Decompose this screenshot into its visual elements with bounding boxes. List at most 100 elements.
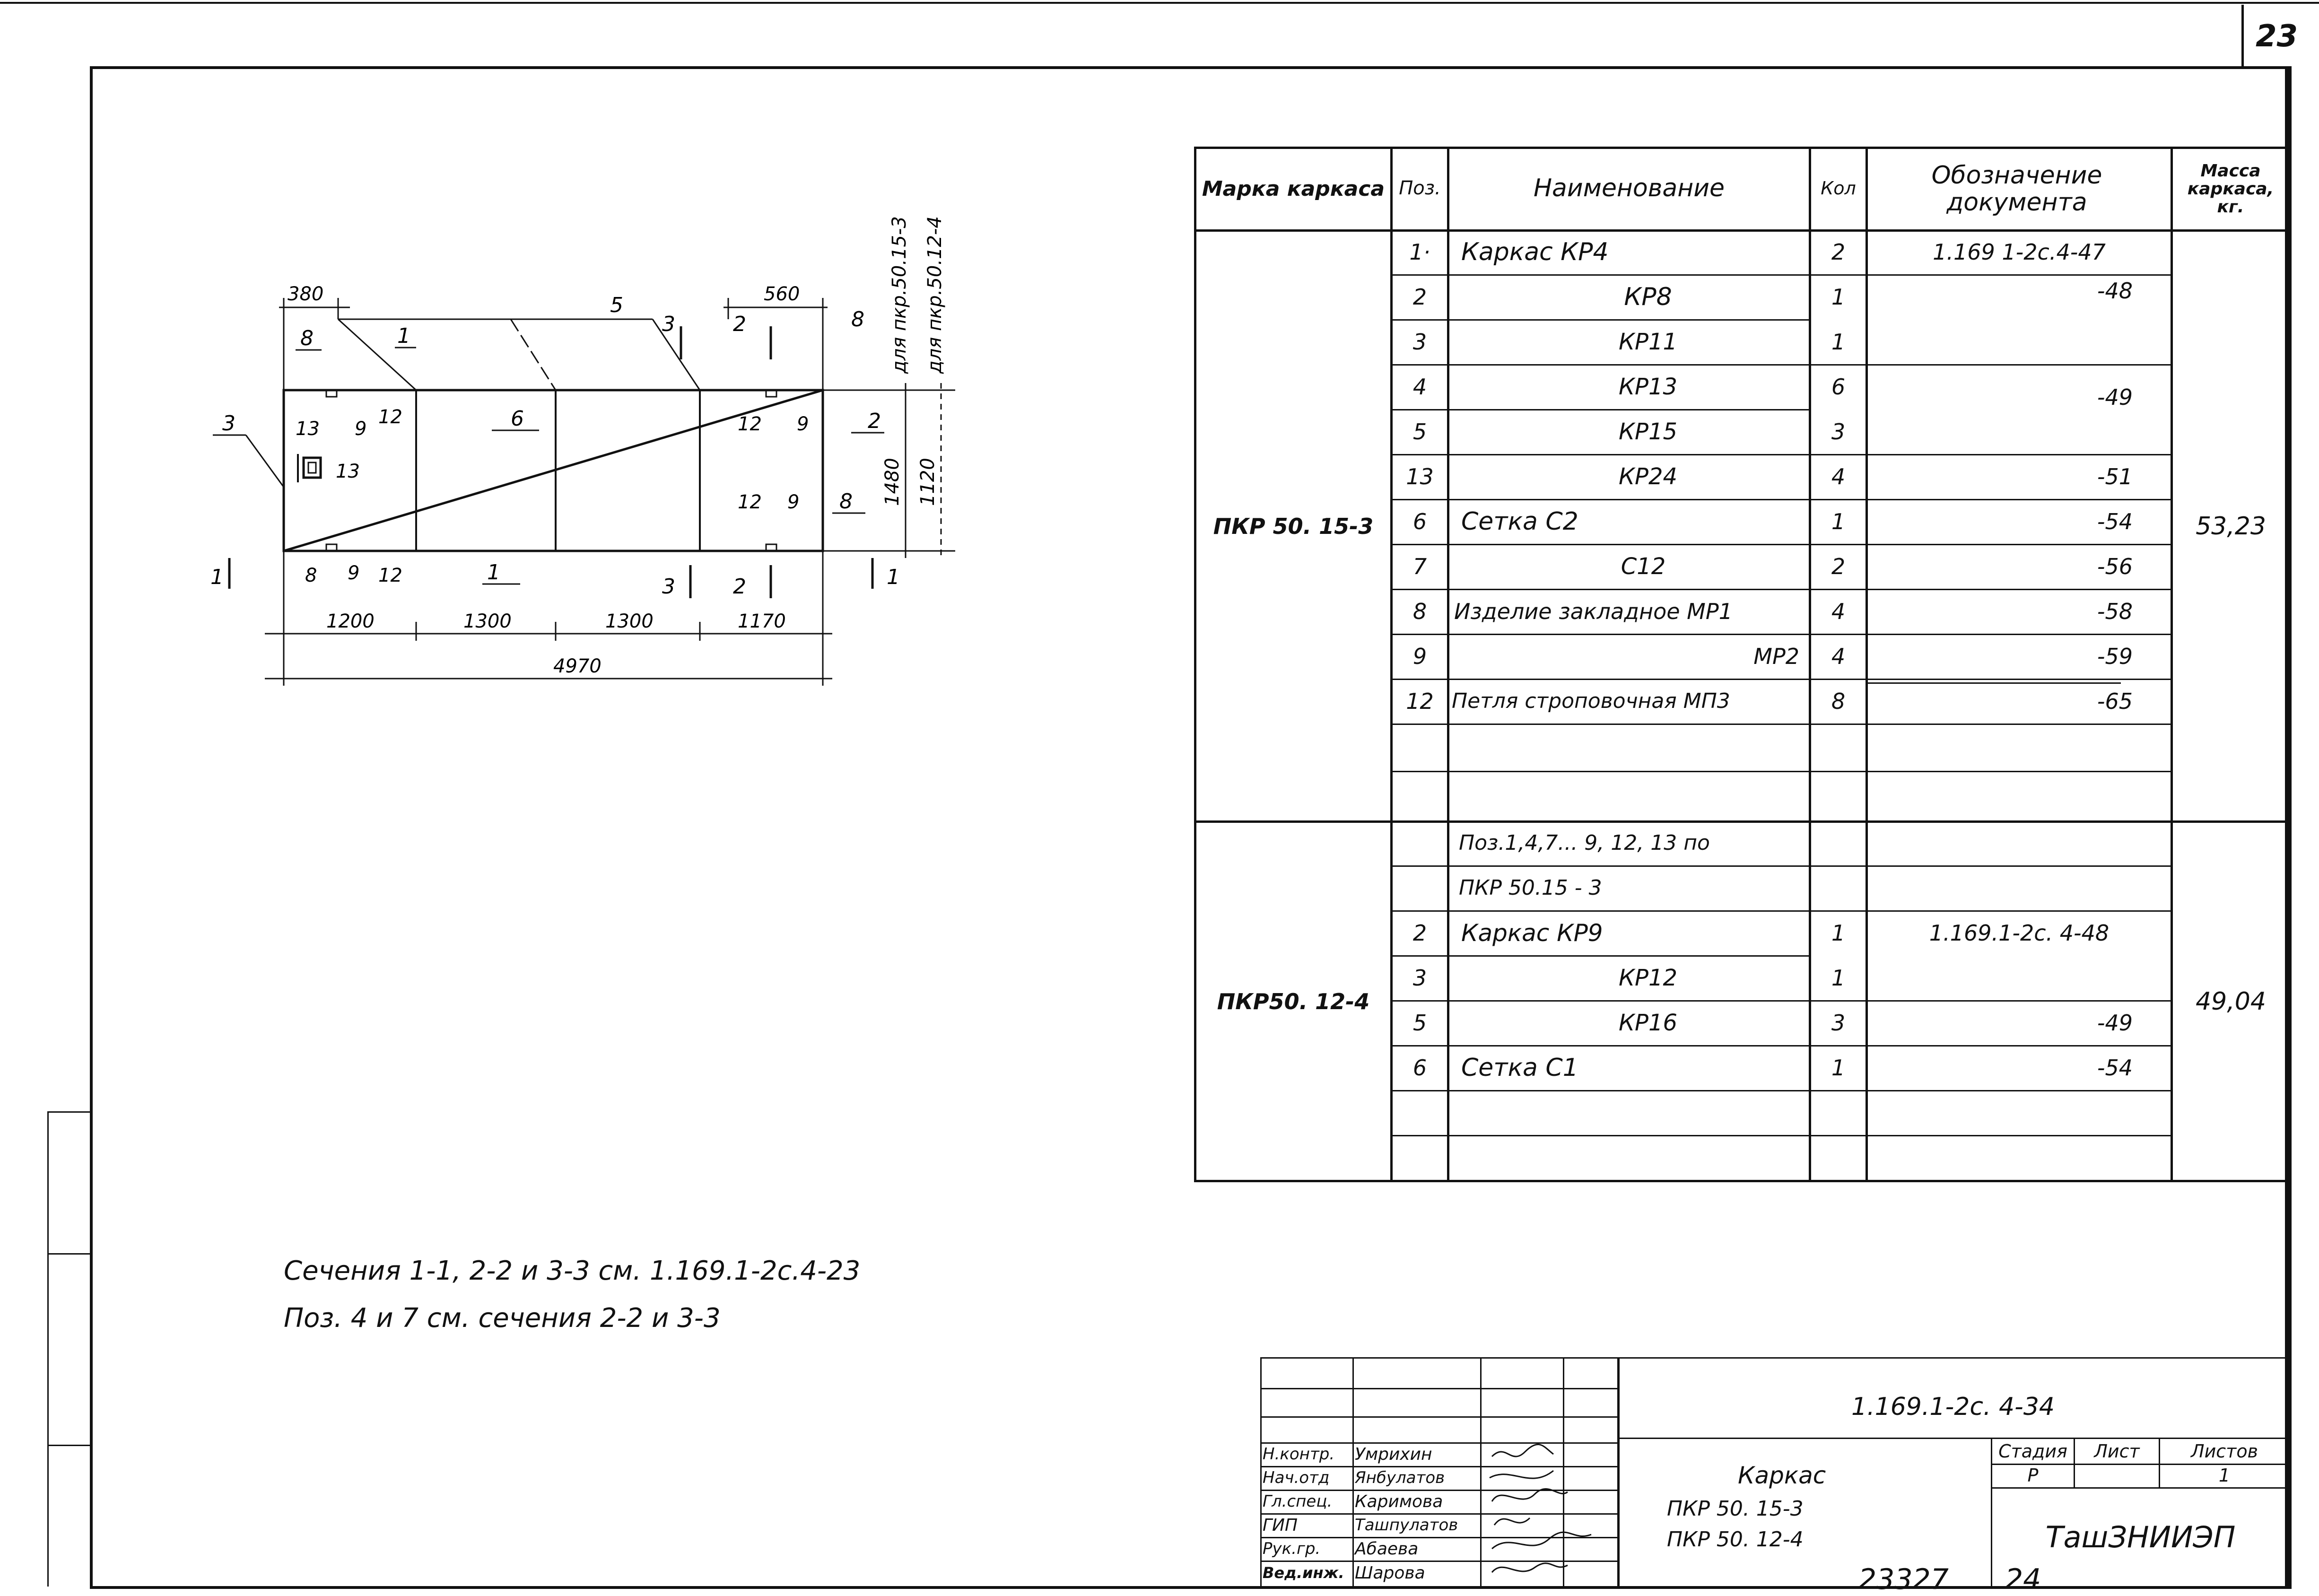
section-2-bottom: 2 xyxy=(733,575,746,599)
g1-row2-doc: -48 xyxy=(2097,278,2133,304)
tb-name-1: Умрихин xyxy=(1355,1444,1432,1464)
section-1-left: 1 xyxy=(210,565,224,589)
callout-12-r: 12 xyxy=(738,413,762,435)
g2-row2-pos: 3 xyxy=(1412,965,1427,991)
group1-mark: ПКР 50. 15-3 xyxy=(1213,513,1374,539)
g2-note1: Поз.1,4,7... 9, 12, 13 по xyxy=(1459,831,1710,855)
callout-3-left: 3 xyxy=(222,411,235,436)
right-edge-thick xyxy=(2285,66,2292,1589)
g1-row11-pos: 12 xyxy=(1406,688,1434,714)
g1-row4-qty: 6 xyxy=(1831,374,1846,400)
binding-strip-line3 xyxy=(47,1445,92,1446)
g1-row9-qty: 4 xyxy=(1831,598,1846,624)
callout-5: 5 xyxy=(610,293,623,317)
binding-strip-outer xyxy=(47,1111,49,1587)
section-3-top: 3 xyxy=(662,312,675,336)
tb-role-2: Нач.отд xyxy=(1263,1468,1330,1487)
header-mark: Марка каркаса xyxy=(1202,176,1385,201)
g1-row10-pos: 9 xyxy=(1412,643,1427,669)
g2-row2-qty: 1 xyxy=(1831,965,1846,991)
g1-row4-doc: -49 xyxy=(2097,384,2133,410)
g1-row6-qty: 4 xyxy=(1831,463,1846,489)
binding-strip-line1 xyxy=(47,1111,92,1113)
dim-1200: 1200 xyxy=(326,610,375,632)
tb-name-2: Янбулатов xyxy=(1355,1468,1445,1487)
frame-outline xyxy=(282,389,824,552)
g2-row3-pos: 5 xyxy=(1412,1010,1427,1036)
header-pos: Поз. xyxy=(1399,177,1441,199)
g2-row4-qty: 1 xyxy=(1831,1055,1846,1081)
binding-strip-line2 xyxy=(47,1253,92,1255)
callout-1-bottom: 1 xyxy=(487,560,500,584)
bottom-page: 24 xyxy=(2005,1563,2041,1596)
g1-row6-doc: -51 xyxy=(2097,463,2133,489)
label-pkr-12-4: для пкр.50.12-4 xyxy=(924,216,946,374)
tb-title-3: ПКР 50. 12-4 xyxy=(1667,1527,1804,1552)
g1-row7-name: Сетка С2 xyxy=(1461,507,1578,536)
g1-row1-doc: 1.169 1-2с.4-47 xyxy=(1933,239,2106,265)
tb-sheets-label: Листов xyxy=(2191,1440,2258,1462)
tb-code: 1.169.1-2с. 4-34 xyxy=(1851,1393,2055,1421)
g1-row1-qty: 2 xyxy=(1831,239,1846,265)
g1-row10-name: МР2 xyxy=(1753,643,1799,669)
g1-row8-doc: -56 xyxy=(2097,553,2133,579)
callout-8-r: 8 xyxy=(851,307,864,331)
dim-total: 4970 xyxy=(553,655,602,677)
g2-row3-qty: 3 xyxy=(1831,1010,1846,1036)
tb-role-6: Вед.инж. xyxy=(1263,1564,1344,1582)
callout-12-top: 12 xyxy=(378,406,402,428)
sheet-number: 23 xyxy=(2256,19,2298,54)
group2-mass: 49,04 xyxy=(2196,987,2266,1016)
g2-row4-doc: -54 xyxy=(2097,1055,2133,1081)
group2-mark: ПКР50. 12-4 xyxy=(1217,988,1370,1014)
dim-1120: 1120 xyxy=(917,458,939,506)
dim-1300-b: 1300 xyxy=(605,610,654,632)
header-qty: Кол xyxy=(1821,177,1856,199)
tb-name-6: Шарова xyxy=(1355,1563,1425,1583)
callout-13-a: 13 xyxy=(296,418,320,440)
dim-1170: 1170 xyxy=(738,610,786,632)
callout-8-bottom: 8 xyxy=(305,565,317,586)
g1-row3-qty: 1 xyxy=(1831,329,1846,355)
note-sections: Сечения 1-1, 2-2 и 3-3 см. 1.169.1-2с.4-… xyxy=(284,1256,861,1286)
g2-row1-doc: 1.169.1-2с. 4-48 xyxy=(1929,920,2110,946)
g2-row1-qty: 1 xyxy=(1831,920,1846,946)
tb-role-1: Н.контр. xyxy=(1263,1445,1335,1464)
callout-12-rb: 12 xyxy=(738,491,762,513)
group1-mass: 53,23 xyxy=(2196,512,2266,541)
tb-title-1: Каркас xyxy=(1738,1462,1826,1489)
g1-row11-doc: -65 xyxy=(2097,688,2133,714)
spec-table: Марка каркаса Поз. Наименование Кол Обоз… xyxy=(1194,147,2289,1182)
g1-row8-qty: 2 xyxy=(1831,553,1846,579)
g1-row4-name: КР13 xyxy=(1618,373,1678,400)
tb-stage-label: Стадия xyxy=(1998,1440,2067,1462)
g1-row8-pos: 7 xyxy=(1412,553,1427,579)
g1-row3-name: КР11 xyxy=(1618,328,1678,355)
g2-row3-name: КР16 xyxy=(1618,1009,1678,1036)
callout-12-bottom: 12 xyxy=(378,565,402,586)
g1-row4-pos: 4 xyxy=(1412,374,1427,400)
callout-9-rb: 9 xyxy=(787,491,799,513)
g2-row3-doc: -49 xyxy=(2097,1010,2133,1036)
tb-title-2: ПКР 50. 15-3 xyxy=(1667,1496,1804,1521)
top-trim-line xyxy=(0,2,2319,4)
g2-note2: ПКР 50.15 - 3 xyxy=(1459,876,1602,900)
callout-9-top: 9 xyxy=(355,418,366,440)
tb-sheets-value: 1 xyxy=(2218,1465,2231,1486)
dim-1480: 1480 xyxy=(881,458,903,506)
g1-row5-pos: 5 xyxy=(1412,419,1427,445)
g2-row4-name: Сетка С1 xyxy=(1461,1053,1578,1082)
g1-row3-pos: 3 xyxy=(1412,329,1427,355)
g2-row2-name: КР12 xyxy=(1618,964,1678,991)
g1-row9-name: Изделие закладное МР1 xyxy=(1454,598,1733,624)
callout-2-r: 2 xyxy=(868,409,881,433)
bottom-code: 23327 xyxy=(1858,1563,1949,1596)
callout-1-top: 1 xyxy=(397,324,410,348)
tb-name-5: Абаева xyxy=(1355,1539,1419,1559)
tb-role-3: Гл.спец. xyxy=(1263,1492,1333,1511)
section-1-right: 1 xyxy=(887,565,900,589)
section-2-top: 2 xyxy=(733,312,746,336)
section-3-bottom: 3 xyxy=(662,575,675,599)
g1-row9-doc: -58 xyxy=(2097,598,2133,624)
g1-row7-pos: 6 xyxy=(1412,508,1427,534)
